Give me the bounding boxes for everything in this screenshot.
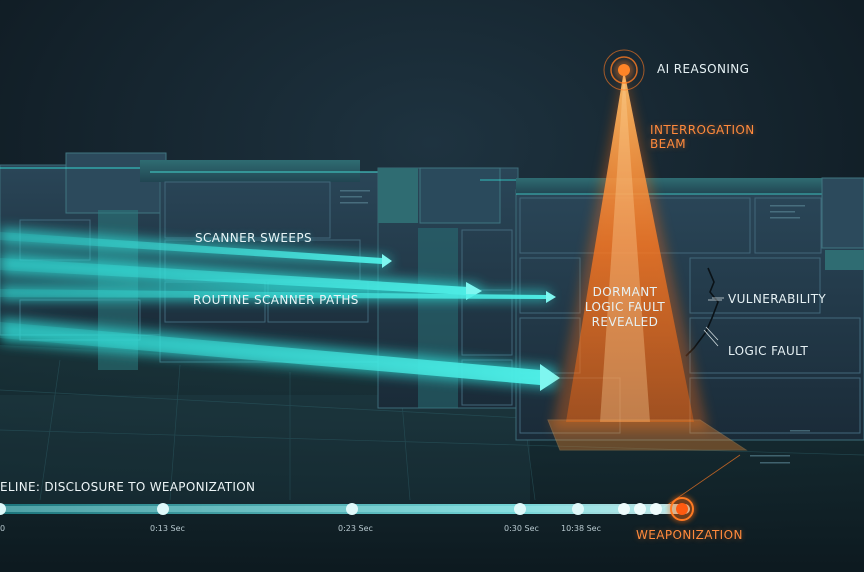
timeline-tick: 0:30 Sec <box>504 524 539 533</box>
timeline-node <box>618 503 630 515</box>
timeline-node <box>572 503 584 515</box>
vulnerability-label: VULNERABILITY <box>728 292 826 306</box>
logic-fault-label: LOGIC FAULT <box>728 344 808 358</box>
timeline-tick: 0:23 Sec <box>338 524 373 533</box>
interrogation-beam-label-line1: INTERROGATION <box>650 123 755 137</box>
dormant-label-line1: DORMANT <box>583 285 667 299</box>
timeline-node <box>514 503 526 515</box>
weaponization-label: WEAPONIZATION <box>636 528 743 542</box>
timeline-start-tick: 0 <box>0 524 5 533</box>
timeline-node <box>634 503 646 515</box>
timeline-tick: 0:13 Sec <box>150 524 185 533</box>
timeline-node <box>346 503 358 515</box>
dormant-label-line3: REVEALED <box>583 315 667 329</box>
timeline-tick: 10:38 Sec <box>561 524 601 533</box>
timeline-node <box>650 503 662 515</box>
timeline-node <box>157 503 169 515</box>
ai-reasoning-label: AI REASONING <box>657 62 749 76</box>
timeline-title: ELINE: DISCLOSURE TO WEAPONIZATION <box>0 480 255 494</box>
dormant-label-line2: LOGIC FAULT <box>583 300 667 314</box>
routine-scanner-paths-label: ROUTINE SCANNER PATHS <box>193 293 359 307</box>
interrogation-beam-label-line2: BEAM <box>650 137 686 151</box>
scanner-sweeps-label: SCANNER SWEEPS <box>195 231 312 245</box>
